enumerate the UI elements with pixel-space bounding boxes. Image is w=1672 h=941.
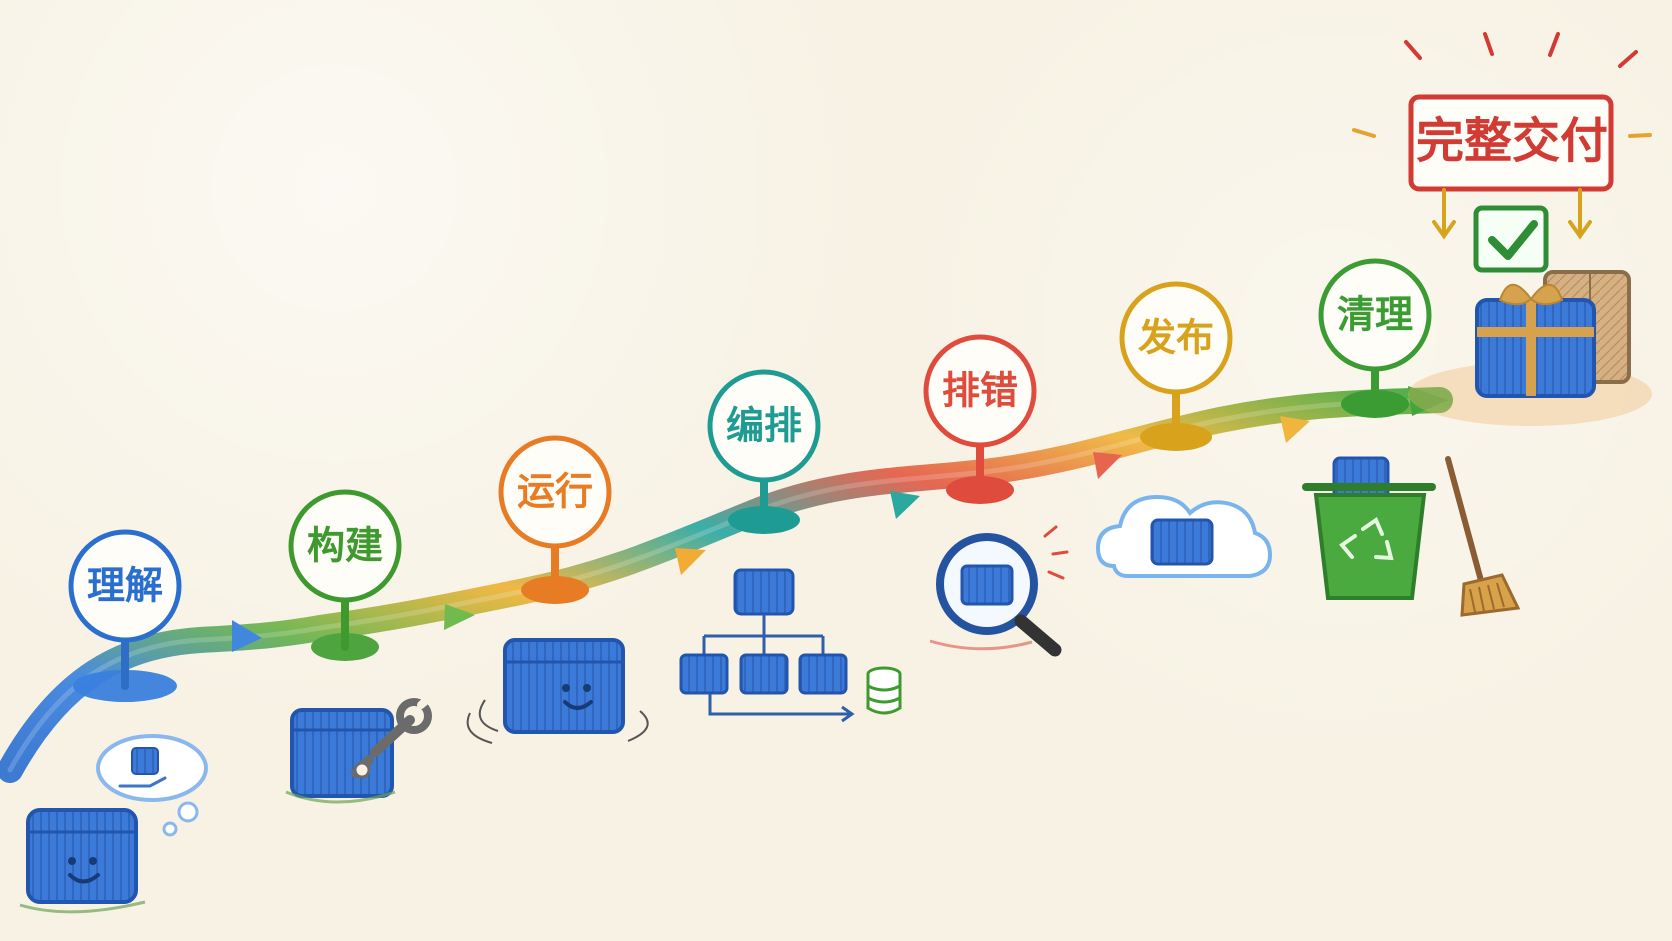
route-arrow-6-icon (1280, 416, 1310, 443)
final-banner (1408, 94, 1614, 192)
final-delivery: 完整交付 (1352, 32, 1652, 426)
route-arrow-3-icon (675, 548, 706, 575)
thinking-container-icon (19, 734, 208, 914)
stage-cleanup: 清理 (1302, 258, 1521, 617)
final-label: 完整交付 (1416, 113, 1608, 169)
run-node (498, 435, 612, 549)
recycle-bin-broom-icon (1302, 456, 1521, 617)
cleanup-node (1318, 258, 1432, 372)
run-label: 运行 (517, 470, 593, 514)
debug-label: 排错 (942, 369, 1018, 413)
route-arrow-2-icon (444, 604, 475, 630)
stage-run: 运行 (466, 435, 649, 744)
stage-build: 构建 (285, 489, 434, 804)
wrench-container-icon (285, 693, 434, 804)
understand-label: 理解 (87, 564, 163, 608)
check-box (1473, 205, 1549, 273)
debug-node (923, 334, 1037, 448)
stage-orchestrate: 编排 (679, 369, 902, 723)
magnifier-container-icon (929, 525, 1069, 657)
build-label: 构建 (307, 524, 383, 568)
stage-understand: 理解 (19, 529, 208, 914)
gift-box-checkmark-icon (1408, 270, 1652, 426)
checkmark-icon (1488, 220, 1538, 260)
understand-node (68, 529, 182, 643)
cloud-container-icon (1095, 494, 1273, 578)
release-label: 发布 (1138, 316, 1214, 360)
cleanup-label: 清理 (1337, 293, 1413, 337)
route-arrow-5-icon (1093, 452, 1122, 479)
route-arrow-1-icon (232, 620, 262, 652)
happy-container-icon (466, 638, 649, 744)
build-node (288, 489, 402, 603)
stage-release: 发布 (1095, 281, 1273, 578)
stage-debug: 排错 (923, 334, 1069, 657)
release-node (1119, 281, 1233, 395)
route-end-arrow-icon (1408, 386, 1448, 416)
orchestrate-node (707, 369, 821, 483)
orchestrate-label: 编排 (726, 404, 802, 448)
network-tree-icon (679, 568, 902, 723)
route-arrow-4-icon (890, 491, 920, 519)
